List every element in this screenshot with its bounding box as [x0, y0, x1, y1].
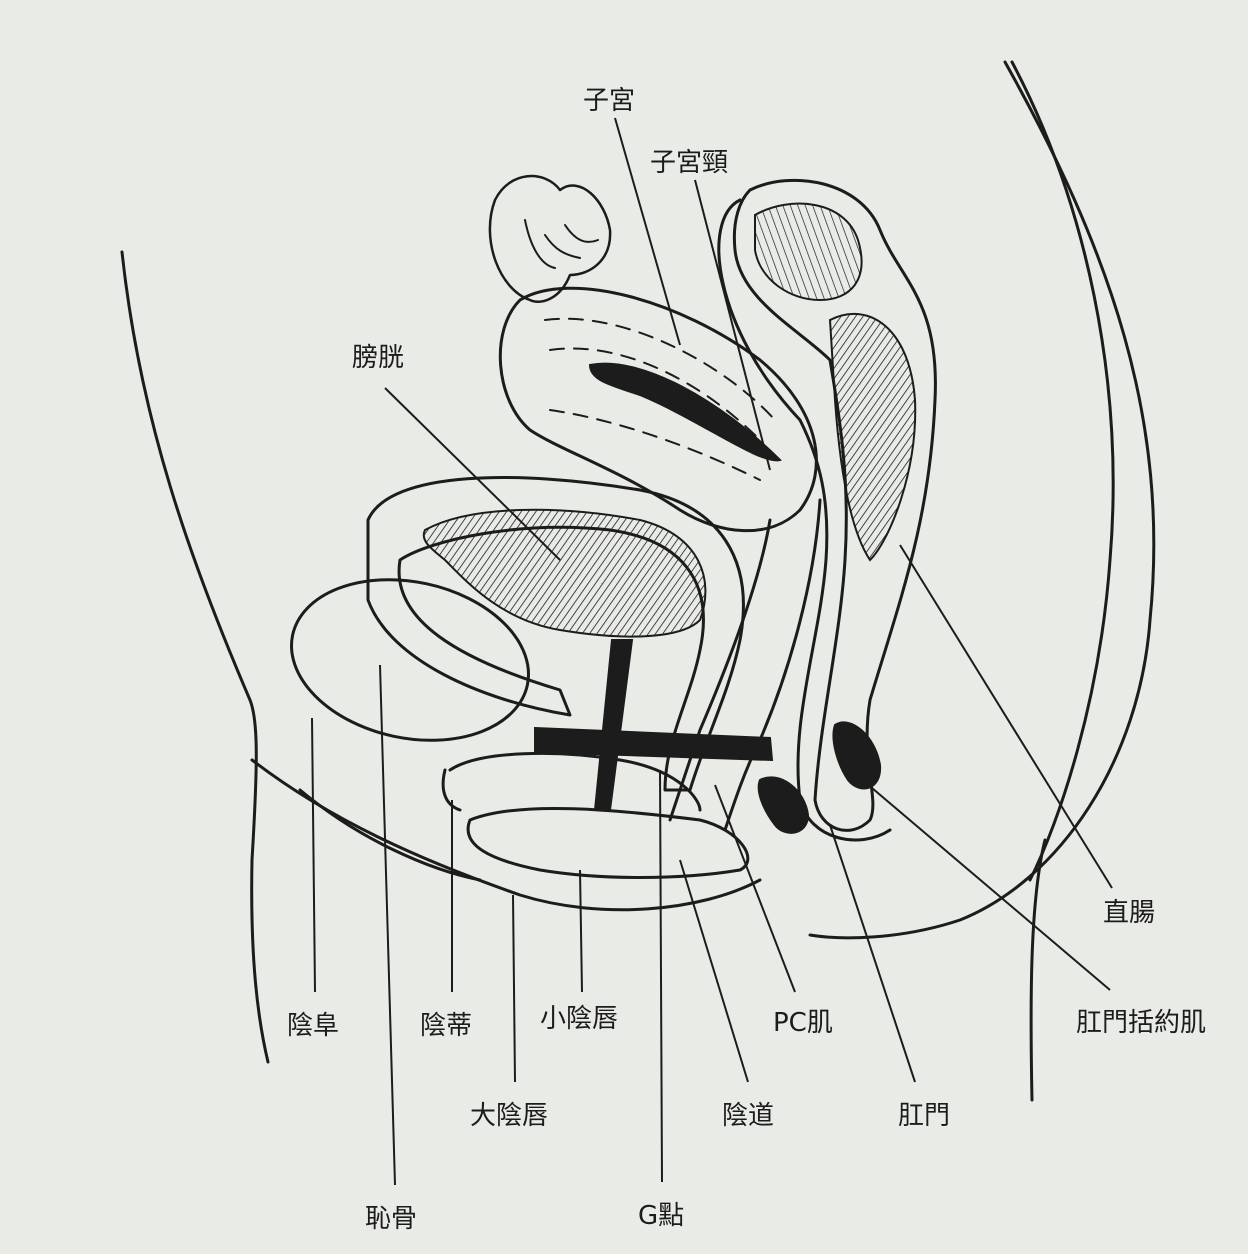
leader-rectum	[899, 544, 1113, 889]
vaginal-wall-back	[723, 498, 822, 832]
label-bladder: 膀胱	[352, 343, 405, 373]
leader-vagina	[679, 859, 749, 1083]
back-body-outline-inner	[1010, 60, 1115, 882]
urethra-canal	[593, 639, 634, 811]
labia-minora-fold	[466, 806, 750, 879]
leader-anus	[829, 824, 916, 1083]
bladder-lumen	[422, 508, 707, 638]
label-clitoris: 陰蒂	[420, 1011, 473, 1041]
uterus-cavity	[588, 362, 782, 462]
ovary-tube	[488, 174, 612, 303]
pc-muscle-band	[534, 726, 774, 762]
bladder-wall	[366, 476, 745, 792]
label-uterus: 子宮	[583, 86, 636, 116]
label-pc-muscle: PC肌	[773, 1008, 833, 1038]
label-rectum: 直腸	[1103, 898, 1156, 928]
front-body-outline	[120, 250, 270, 1064]
labia-majora-fold	[448, 751, 702, 812]
leader-pc	[714, 784, 796, 993]
label-anus: 肛門	[898, 1101, 951, 1131]
leader-bladder	[384, 387, 561, 561]
label-labia-majora: 大陰唇	[470, 1101, 549, 1131]
clitoris-hood	[441, 768, 462, 812]
rectum-tube	[732, 178, 937, 832]
label-labia-minora: 小陰唇	[540, 1004, 619, 1034]
pubic-bone-shape	[290, 578, 530, 742]
leader-cervix	[694, 179, 771, 471]
leader-mons	[311, 717, 316, 993]
leader-labia-majora	[512, 894, 516, 1083]
rectum-lower-cavity	[828, 313, 917, 562]
sphincter-blob	[832, 721, 882, 790]
buttock-lower-line	[1029, 838, 1047, 1102]
label-anal-sphincter: 肛門括約肌	[1076, 1008, 1207, 1038]
label-pubic-bone: 恥骨	[365, 1204, 418, 1234]
leader-labia-minora	[579, 869, 583, 993]
leader-pubic	[379, 664, 396, 1186]
anus-blob	[757, 776, 810, 834]
label-g-spot: G點	[638, 1201, 685, 1231]
leader-gspot	[659, 769, 663, 1183]
label-cervix: 子宮頸	[650, 148, 729, 178]
back-body-outline-outer	[808, 60, 1156, 940]
inner-thigh-line	[298, 788, 482, 882]
uterus-body	[498, 286, 818, 533]
leader-sphincter	[871, 787, 1111, 991]
leader-uterus	[614, 117, 681, 346]
rectum-cavity	[754, 202, 863, 302]
ovary-folds	[524, 219, 599, 269]
label-mons-pubis: 陰阜	[287, 1011, 340, 1041]
label-vagina: 陰道	[722, 1101, 775, 1131]
